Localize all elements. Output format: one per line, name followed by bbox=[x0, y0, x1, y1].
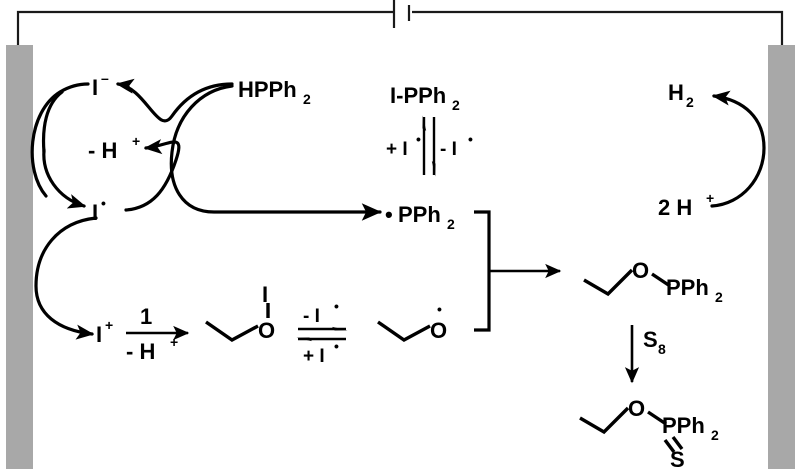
dihydrogen-subscript: 2 bbox=[686, 94, 694, 110]
label-i-pph2: I-PPh 2 bbox=[390, 83, 460, 113]
arc-iodine-radical-to-proton bbox=[124, 139, 181, 212]
eq-top-dot: • bbox=[334, 298, 339, 314]
label-iodine-cation: I + bbox=[96, 317, 113, 347]
iodine-radical-base: I bbox=[92, 200, 98, 225]
label-hpph2: HPPh 2 bbox=[238, 77, 311, 107]
phosphorus-sulfur-double-bond bbox=[663, 435, 684, 454]
iodine-radical-dot: • bbox=[101, 195, 106, 211]
thiophosphinate-product-structure: O PPh 2 S bbox=[579, 396, 719, 469]
i-pph2-base: I-PPh bbox=[390, 83, 446, 108]
hypoiodite-oxygen: O bbox=[258, 318, 275, 343]
cathode-electrode bbox=[768, 45, 795, 469]
iodine-cation-base: I bbox=[96, 322, 102, 347]
arc-protons-to-dihydrogen bbox=[710, 90, 766, 208]
arc-hpph2-to-iodide bbox=[115, 78, 234, 123]
label-minus-iodine-radical: - I • bbox=[440, 131, 473, 160]
phosphine-crossing-arrows bbox=[115, 78, 234, 212]
proton-loss-lower-base: - H bbox=[126, 339, 155, 364]
ethyl-chain-thiophosphinate bbox=[579, 406, 630, 435]
hpph2-subscript: 2 bbox=[303, 91, 311, 107]
eq-top-base: - I bbox=[303, 306, 320, 327]
arc-electrode-to-iodide bbox=[30, 82, 90, 198]
equilibrium-bottom-label: + I • bbox=[303, 338, 339, 367]
eq-bottom-dot: • bbox=[334, 338, 339, 354]
equilibrium-top-label: - I • bbox=[303, 298, 339, 327]
thiophosphinate-subscript: 2 bbox=[711, 427, 719, 443]
reagent-1-arrow-group: 1 - H + bbox=[126, 304, 190, 364]
proton-loss-base: - H bbox=[88, 138, 117, 163]
label-plus-iodine-radical: + I • bbox=[386, 131, 421, 160]
hypoiodite-iodine: I bbox=[262, 282, 268, 307]
phosphinyl-subscript: 2 bbox=[447, 216, 455, 232]
protons-base: 2 H bbox=[658, 195, 692, 220]
alkoxy-radical-dot: • bbox=[437, 301, 442, 317]
i-pph2-subscript: 2 bbox=[452, 97, 460, 113]
hpph2-base: HPPh bbox=[238, 77, 297, 102]
sulfuration-step: S 8 bbox=[624, 325, 666, 384]
label-dihydrogen: H 2 bbox=[668, 80, 694, 110]
label-protons: 2 H + bbox=[658, 190, 714, 220]
alkoxy-oxygen: O bbox=[430, 318, 447, 343]
proton-loss-lower-charge: + bbox=[170, 334, 178, 350]
plus-iodine-base: + I bbox=[386, 139, 408, 160]
ethyl-chain-hypoiodite bbox=[205, 320, 259, 342]
cathode-hydrogen-loop: H 2 2 H + bbox=[658, 80, 766, 220]
eq-bottom-base: + I bbox=[303, 346, 325, 367]
hypoiodite-structure: O I bbox=[205, 282, 275, 343]
label-phosphinyl-radical: • PPh 2 bbox=[385, 202, 455, 232]
minus-iodine-dot: • bbox=[468, 131, 473, 147]
proton-loss-charge: + bbox=[132, 133, 140, 149]
iodine-cation-charge: + bbox=[105, 317, 113, 333]
phosphinyl-dot: • bbox=[385, 202, 393, 227]
alkoxy-radical-structure: O • bbox=[377, 301, 447, 343]
thiophosphinate-group: PPh bbox=[662, 413, 705, 438]
external-circuit bbox=[16, 0, 784, 45]
bond-o-to-p-phosphinite bbox=[651, 272, 671, 288]
thiophosphinate-oxygen: O bbox=[628, 396, 645, 421]
protons-charge: + bbox=[706, 190, 714, 206]
anode-iodine-cation-loop bbox=[34, 216, 98, 340]
iodide-charge: – bbox=[101, 70, 109, 86]
phosphorus-equilibrium-group: I-PPh 2 + I • - I • • PPh 2 bbox=[385, 83, 473, 232]
ethyl-chain-phosphinite bbox=[583, 268, 634, 297]
minus-iodine-base: - I bbox=[440, 139, 457, 160]
phosphinite-product-structure: O PPh 2 bbox=[583, 258, 723, 305]
arc-to-iodine-radical bbox=[42, 148, 87, 209]
circuit-wire-right bbox=[412, 10, 784, 45]
thiophosphinate-sulfur: S bbox=[670, 447, 685, 469]
phosphinyl-base: PPh bbox=[398, 202, 441, 227]
label-iodine-radical: I • bbox=[92, 195, 106, 225]
dihydrogen-base: H bbox=[668, 80, 684, 105]
phosphinite-oxygen: O bbox=[632, 258, 649, 283]
label-proton-loss-upper: - H + bbox=[88, 133, 140, 163]
sulfur-reagent-base: S bbox=[643, 327, 658, 352]
label-iodide: I – bbox=[92, 70, 109, 100]
anode-iodine-loop bbox=[30, 82, 90, 209]
arc-iodine-radical-to-cation bbox=[34, 216, 98, 340]
sulfur-reagent-subscript: 8 bbox=[658, 341, 666, 357]
hypoiodite-radical-equilibrium: - I • + I • bbox=[296, 298, 348, 367]
closing-bracket bbox=[474, 210, 491, 332]
ethyl-chain-alkoxy bbox=[377, 320, 431, 342]
combination-bracket-group bbox=[474, 210, 562, 332]
phosphinite-group: PPh bbox=[666, 275, 709, 300]
phosphinite-subscript: 2 bbox=[715, 289, 723, 305]
plus-iodine-dot: • bbox=[416, 131, 421, 147]
anode-electrode bbox=[6, 45, 33, 469]
bond-o-to-p-thiophosphinate bbox=[647, 410, 667, 426]
reagent-number-label: 1 bbox=[140, 304, 152, 329]
circuit-wire-left bbox=[16, 10, 394, 45]
battery-symbol bbox=[392, 0, 411, 28]
arrow-hpph2-to-phosphinyl-radical bbox=[169, 84, 382, 221]
iodide-base: I bbox=[92, 75, 98, 100]
arc-loop-left-upper bbox=[41, 90, 64, 154]
